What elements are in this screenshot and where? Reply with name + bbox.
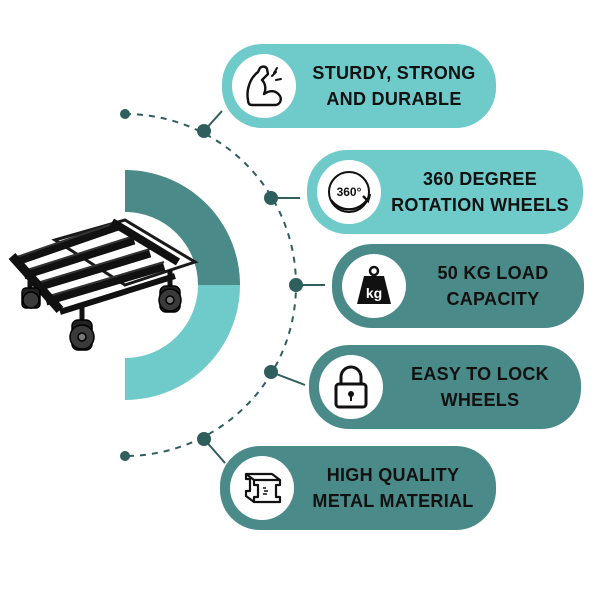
- weight-kg-icon: kg: [342, 254, 406, 318]
- feature-label: HIGH QUALITY METAL MATERIAL: [312, 465, 474, 511]
- svg-text:360°: 360°: [337, 185, 362, 199]
- padlock-icon: [319, 355, 383, 419]
- feature-label: 50 KG LOAD CAPACITY: [437, 263, 549, 309]
- feature-pill-material: HIGH QUALITY METAL MATERIAL: [220, 446, 496, 530]
- connector-tick: [203, 438, 226, 464]
- flexed-arm-icon: [232, 54, 296, 118]
- feature-pill-lock: EASY TO LOCK WHEELS: [309, 345, 581, 429]
- feature-label: 360 DEGREE ROTATION WHEELS: [391, 169, 569, 215]
- feature-pill-rotation: 360° 360 DEGREE ROTATION WHEELS: [307, 150, 583, 234]
- arc-end-dot: [120, 109, 130, 119]
- connector-tick: [203, 110, 223, 132]
- arc-end-dot: [120, 451, 130, 461]
- connector-tick: [270, 371, 306, 386]
- steel-beam-icon: [230, 456, 294, 520]
- feature-label: EASY TO LOCK WHEELS: [411, 364, 549, 410]
- arc-dark-segment: [125, 170, 240, 285]
- plant-caddy-illustration: [8, 218, 199, 351]
- feature-pill-capacity: kg 50 KG LOAD CAPACITY: [332, 244, 584, 328]
- feature-label: STURDY, STRONG AND DURABLE: [312, 63, 476, 109]
- svg-text:kg: kg: [366, 285, 382, 301]
- arc-light-segment: [125, 285, 240, 400]
- feature-pill-sturdy: STURDY, STRONG AND DURABLE: [222, 44, 496, 128]
- rotation-360-icon: 360°: [317, 160, 381, 224]
